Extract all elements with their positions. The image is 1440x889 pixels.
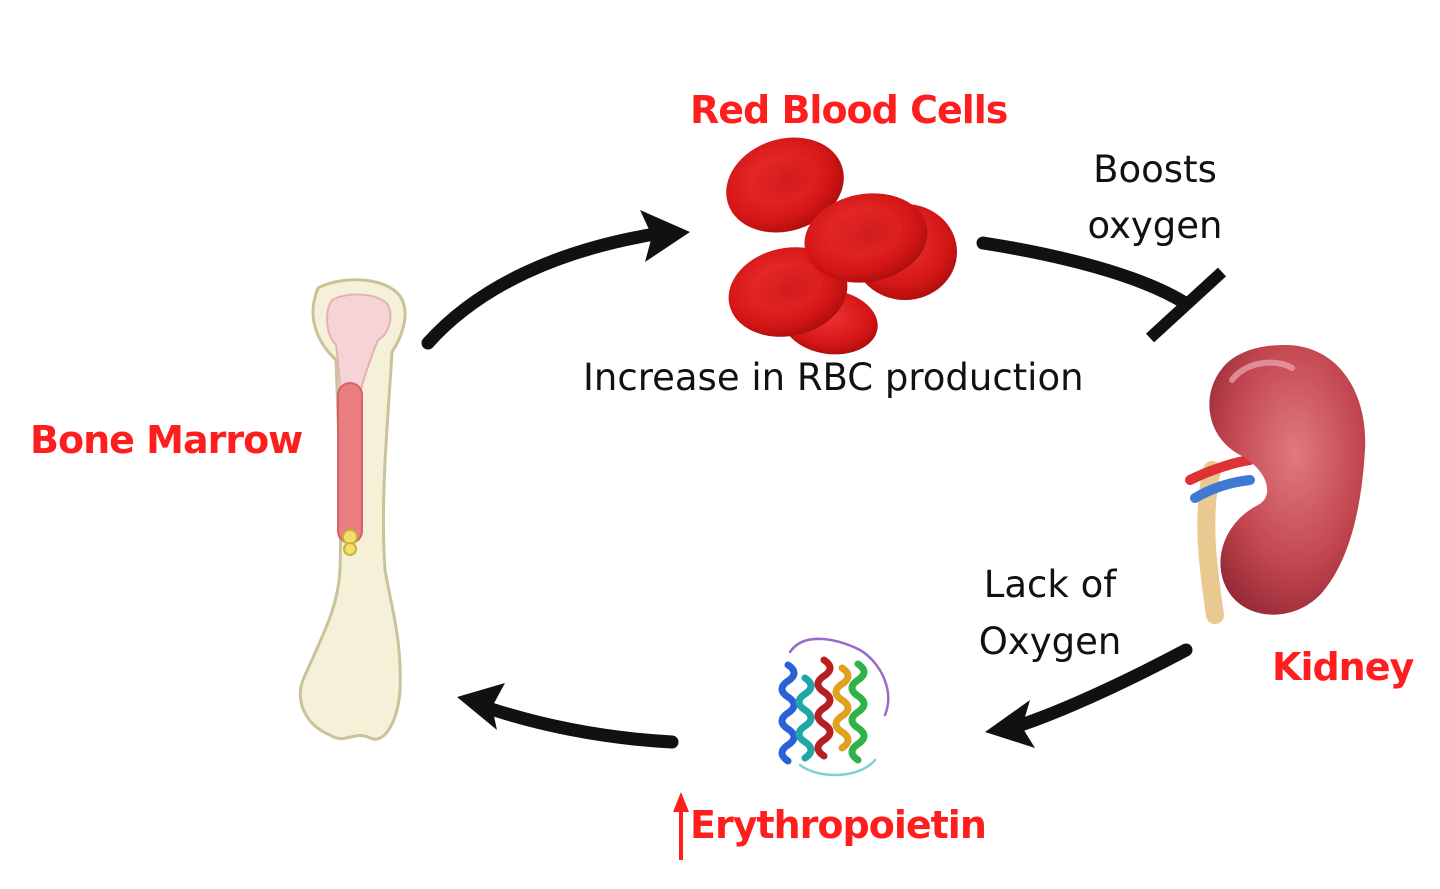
arrow-epo-to-marrow — [481, 701, 679, 749]
arrow-kidney-to-epo — [1011, 643, 1193, 733]
label-increase-rbc-production: Increase in RBC production — [583, 356, 1084, 399]
arrow-epo-to-marrow-head — [457, 683, 505, 730]
label-lack-of-oxygen-line-1: Lack of — [983, 563, 1117, 606]
label-kidney: Kidney — [1272, 645, 1414, 689]
red-blood-cells-icon — [726, 137, 957, 355]
label-red-blood-cells: Red Blood Cells — [690, 88, 1008, 132]
up-arrow-icon — [673, 792, 689, 860]
erythropoietin-protein-icon — [778, 637, 890, 777]
label-boosts-oxygen-line-2: oxygen — [1087, 204, 1223, 247]
label-erythropoietin: Erythropoietin — [690, 803, 987, 847]
arrow-kidney-to-epo-head — [985, 700, 1035, 748]
label-bone-marrow: Bone Marrow — [30, 418, 303, 462]
label-boosts-oxygen: Boosts oxygen — [1080, 142, 1230, 254]
kidney-icon — [1185, 345, 1366, 624]
bone-icon — [298, 278, 407, 741]
label-lack-of-oxygen: Lack of Oxygen — [970, 556, 1130, 670]
inhibit-rbc-to-kidney — [976, 236, 1192, 310]
inhibit-bar — [1145, 267, 1227, 343]
arrow-marrow-to-rbc — [421, 227, 662, 350]
arrow-marrow-to-rbc-head — [640, 210, 690, 262]
label-boosts-oxygen-line-1: Boosts — [1093, 148, 1217, 191]
label-lack-of-oxygen-line-2: Oxygen — [978, 620, 1122, 663]
